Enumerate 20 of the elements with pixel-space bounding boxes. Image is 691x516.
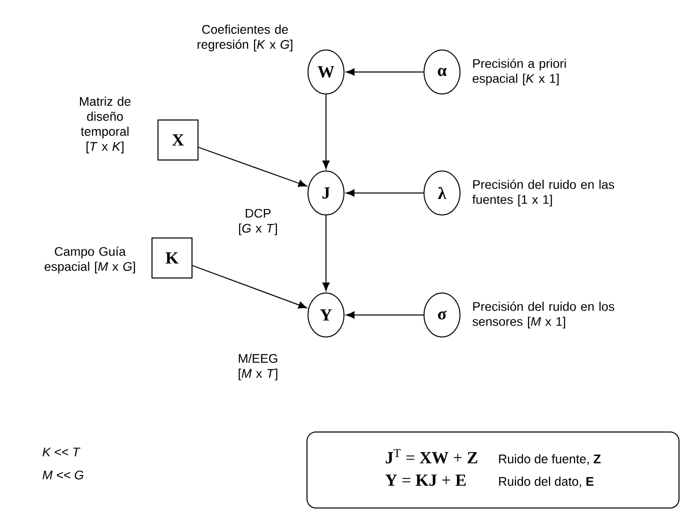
note-text: M << G <box>42 470 84 480</box>
arrow <box>346 311 424 319</box>
node-caption: Campo Guía espacial [M x G] <box>44 246 135 274</box>
arrow <box>198 146 307 187</box>
arrow <box>346 68 424 76</box>
node-caption: Matriz de diseño temporal [T x K] <box>80 96 130 154</box>
arrow <box>322 94 330 170</box>
node-caption: Precisión del ruido en los sensores [M x 1] <box>472 302 614 328</box>
matrix-box: X <box>158 120 198 160</box>
arrow <box>322 215 330 292</box>
node-caption: Precisión del ruido en las fuentes [1 x 1] <box>472 180 614 206</box>
equation-panel: J$^{T}$ = XW + Z Ruido de fuente, Z Y = KJ + E Ruido del dato, E <box>306 432 680 508</box>
node-caption: Precisión a priori espacial [K x 1] <box>472 58 566 86</box>
matrix-box: K <box>152 238 192 278</box>
arrow <box>192 265 307 309</box>
node-caption: DCP [G x T] <box>239 208 277 236</box>
note-text: K << T <box>42 448 80 456</box>
node-caption: Coeficientes de regresión [K x G] <box>198 24 292 52</box>
arrow <box>346 189 424 197</box>
node-caption: M/EEG [M x T] <box>238 354 278 380</box>
